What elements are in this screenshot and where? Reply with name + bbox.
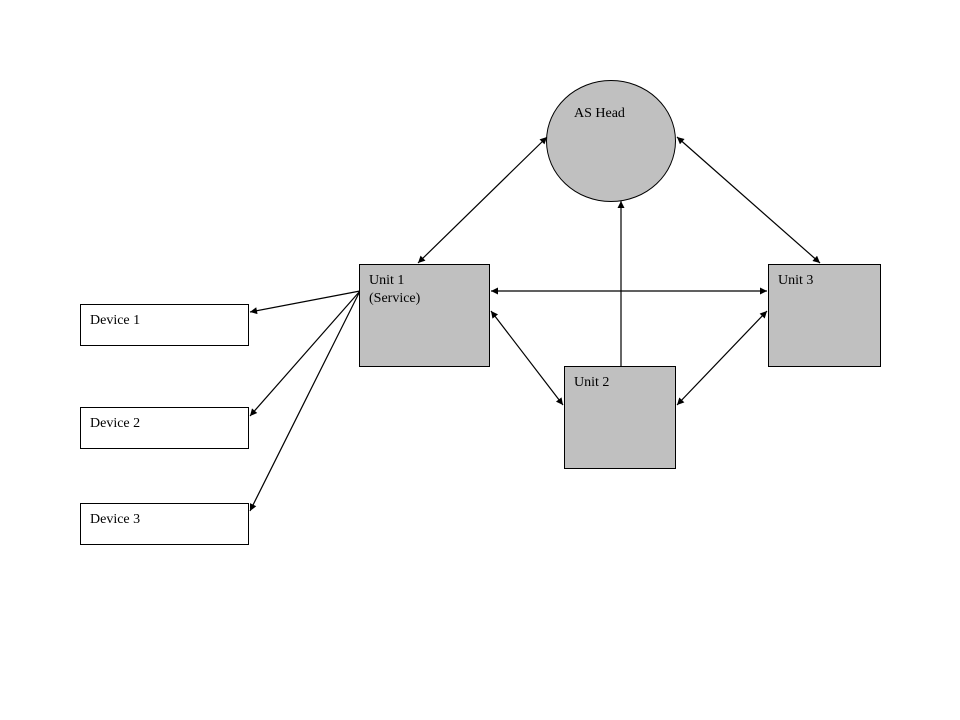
- arrow-unit1-device2: [249, 290, 361, 417]
- device-2-label: Device 2: [90, 416, 141, 431]
- device-1-node: Device 1: [80, 304, 249, 346]
- unit-2-label: Unit 2: [574, 375, 610, 390]
- unit-1-name: Unit 1: [369, 273, 405, 288]
- arrow-head-unit3: [676, 136, 821, 264]
- unit-2-node: Unit 2: [564, 366, 676, 469]
- arrow-unit1-device1: [249, 290, 361, 315]
- unit-1-role: (Service): [369, 291, 421, 306]
- device-3-node: Device 3: [80, 503, 249, 545]
- as-head-label: AS Head: [574, 106, 625, 121]
- as-head-node: AS Head: [546, 80, 676, 202]
- device-2-node: Device 2: [80, 407, 249, 449]
- device-1-label: Device 1: [90, 313, 141, 328]
- device-3-label: Device 3: [90, 512, 141, 527]
- arrow-unit1-device3: [249, 290, 361, 512]
- arrow-unit1-unit2: [490, 310, 564, 406]
- unit-1-label: Unit 1 (Service): [369, 272, 420, 308]
- unit-3-label: Unit 3: [778, 273, 814, 288]
- arrow-unit2-unit3: [676, 310, 768, 406]
- arrow-head-unit1: [417, 136, 548, 264]
- unit-1-node: Unit 1 (Service): [359, 264, 490, 367]
- unit-3-node: Unit 3: [768, 264, 881, 367]
